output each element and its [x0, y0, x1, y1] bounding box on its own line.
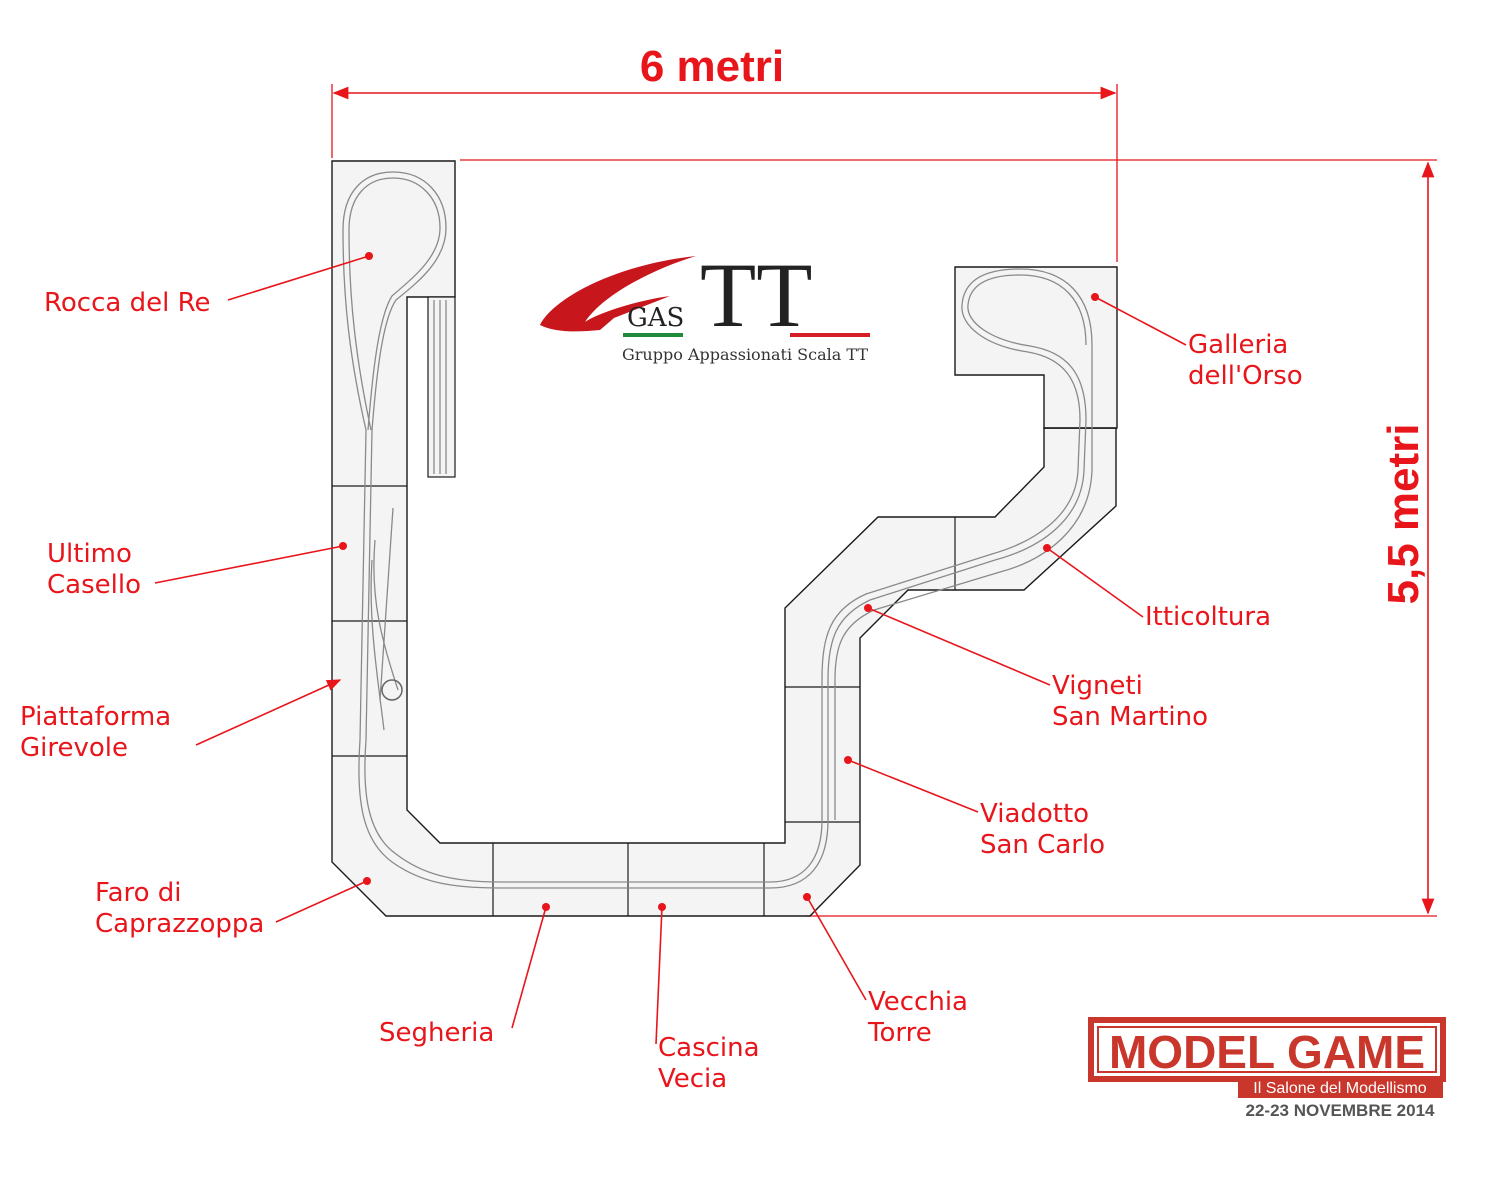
modelgame-subtitle: Il Salone del Modellismo: [1253, 1080, 1427, 1097]
dimension-width: 6 metri: [331, 42, 1118, 262]
label-piattaforma: Piattaforma Girevole: [20, 679, 342, 763]
gastt-swoosh: [540, 256, 696, 332]
width-label: 6 metri: [640, 42, 784, 91]
label-ultimo-line1: Ultimo: [47, 539, 132, 569]
label-faro-line1: Faro di: [95, 878, 182, 908]
label-galleria: Galleria dell'Orso: [1091, 293, 1303, 391]
gastt-logo: GAS TT Gruppo Appassionati Scala TT: [540, 244, 870, 364]
modelgame-dates: 22-23 NOVEMBRE 2014: [1246, 1101, 1436, 1120]
label-viadotto-line1: Viadotto: [980, 799, 1089, 829]
modelgame-logo: MODEL GAME Il Salone del Modellismo 22-2…: [1088, 1017, 1446, 1120]
label-viadotto-line2: San Carlo: [980, 830, 1105, 860]
label-vecchia-line2: Torre: [867, 1018, 932, 1048]
dimension-height: 5,5 metri: [460, 159, 1437, 917]
label-piattaforma-line2: Girevole: [20, 733, 128, 763]
label-vigneti-line1: Vigneti: [1052, 671, 1143, 701]
label-vecchia-line1: Vecchia: [868, 987, 968, 1017]
label-cascina: Cascina Vecia: [655, 903, 760, 1094]
label-faro: Faro di Caprazzoppa: [95, 877, 371, 939]
gastt-mark: GAS: [627, 303, 684, 333]
label-vigneti: Vigneti San Martino: [864, 604, 1208, 732]
label-vecchia: Vecchia Torre: [803, 893, 968, 1048]
main-board-outline: [331, 160, 1117, 917]
label-piattaforma-line1: Piattaforma: [20, 702, 171, 732]
label-segheria-line1: Segheria: [379, 1018, 494, 1048]
height-label: 5,5 metri: [1379, 424, 1428, 605]
label-itticoltura-line1: Itticoltura: [1145, 602, 1271, 632]
label-cascina-line1: Cascina: [658, 1033, 760, 1063]
label-rocca: Rocca del Re: [44, 252, 373, 318]
label-itticoltura: Itticoltura: [1043, 544, 1271, 632]
label-ultimo-line2: Casello: [47, 570, 141, 600]
label-faro-line2: Caprazzoppa: [95, 909, 264, 939]
label-vigneti-line2: San Martino: [1052, 702, 1208, 732]
label-viadotto: Viadotto San Carlo: [844, 756, 1105, 860]
track-plan: [342, 171, 1093, 889]
label-galleria-line2: dell'Orso: [1188, 361, 1303, 391]
modelgame-title: MODEL GAME: [1109, 1026, 1425, 1078]
label-cascina-line2: Vecia: [658, 1064, 727, 1094]
label-galleria-line1: Galleria: [1188, 330, 1288, 360]
label-segheria: Segheria: [379, 903, 550, 1048]
label-rocca-line1: Rocca del Re: [44, 288, 210, 318]
label-ultimo: Ultimo Casello: [47, 539, 347, 600]
gastt-tagline: Gruppo Appassionati Scala TT: [622, 345, 868, 364]
gastt-letters: TT: [700, 244, 812, 346]
